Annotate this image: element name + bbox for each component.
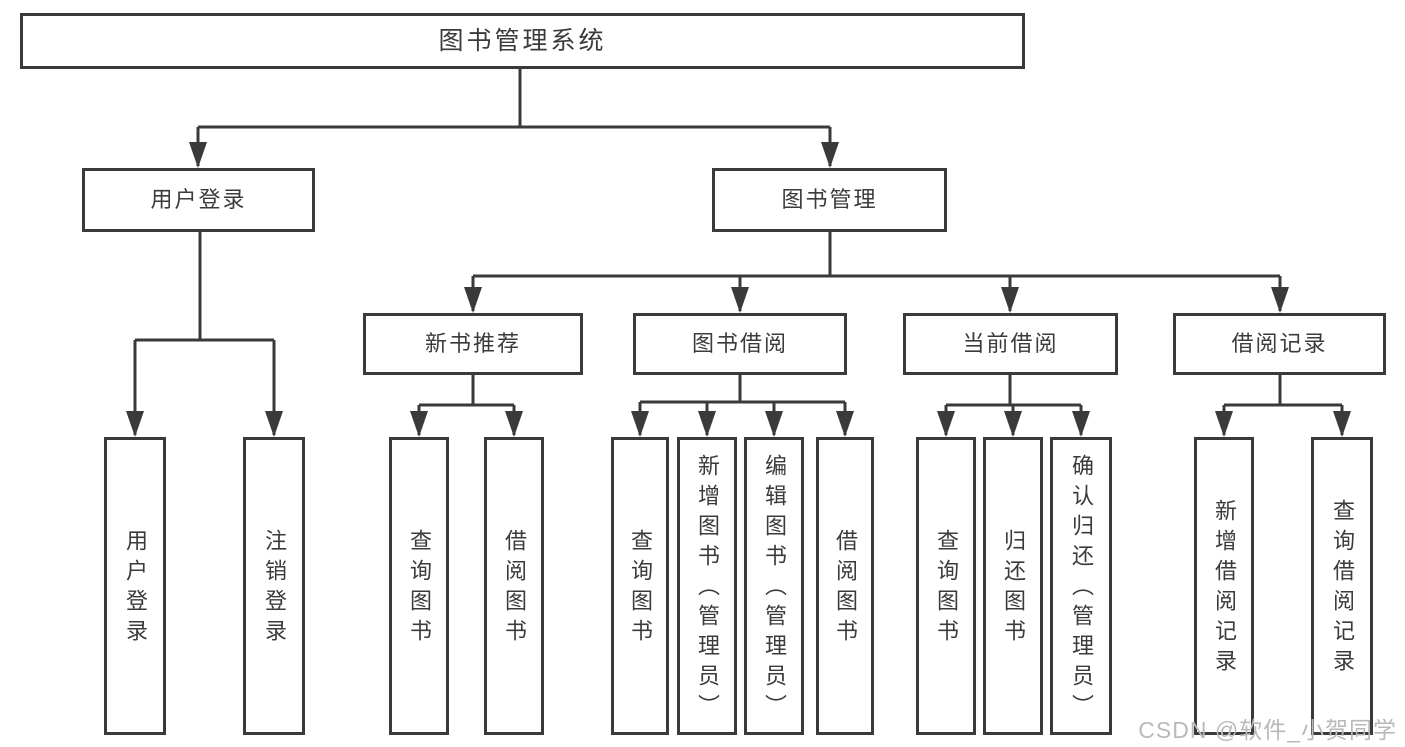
node-root: 图书管理系统 bbox=[20, 13, 1025, 69]
node-add-borrow-record: 新增借阅记录 bbox=[1194, 437, 1254, 735]
node-query-borrow-record: 查询借阅记录 bbox=[1311, 437, 1373, 735]
node-new-book-recommendation: 新书推荐 bbox=[363, 313, 583, 375]
node-query-books-borrow: 查询图书 bbox=[611, 437, 669, 735]
node-logout: 注销登录 bbox=[243, 437, 305, 735]
node-add-books-admin: 新增图书（管理员） bbox=[677, 437, 737, 735]
node-return-books: 归还图书 bbox=[983, 437, 1043, 735]
node-user-login-leaf: 用户登录 bbox=[104, 437, 166, 735]
node-book-borrowing: 图书借阅 bbox=[633, 313, 847, 375]
node-borrow-books: 借阅图书 bbox=[816, 437, 874, 735]
node-current-borrowing: 当前借阅 bbox=[903, 313, 1118, 375]
node-confirm-return-admin: 确认归还（管理员） bbox=[1050, 437, 1112, 735]
node-edit-books-admin: 编辑图书（管理员） bbox=[744, 437, 804, 735]
node-borrowing-records: 借阅记录 bbox=[1173, 313, 1386, 375]
csdn-watermark: CSDN @软件_小贺同学 bbox=[1138, 717, 1397, 743]
node-query-books-recommend: 查询图书 bbox=[389, 437, 449, 735]
node-book-management: 图书管理 bbox=[712, 168, 947, 232]
node-user-login: 用户登录 bbox=[82, 168, 315, 232]
node-borrow-books-recommend: 借阅图书 bbox=[484, 437, 544, 735]
node-query-books-current: 查询图书 bbox=[916, 437, 976, 735]
